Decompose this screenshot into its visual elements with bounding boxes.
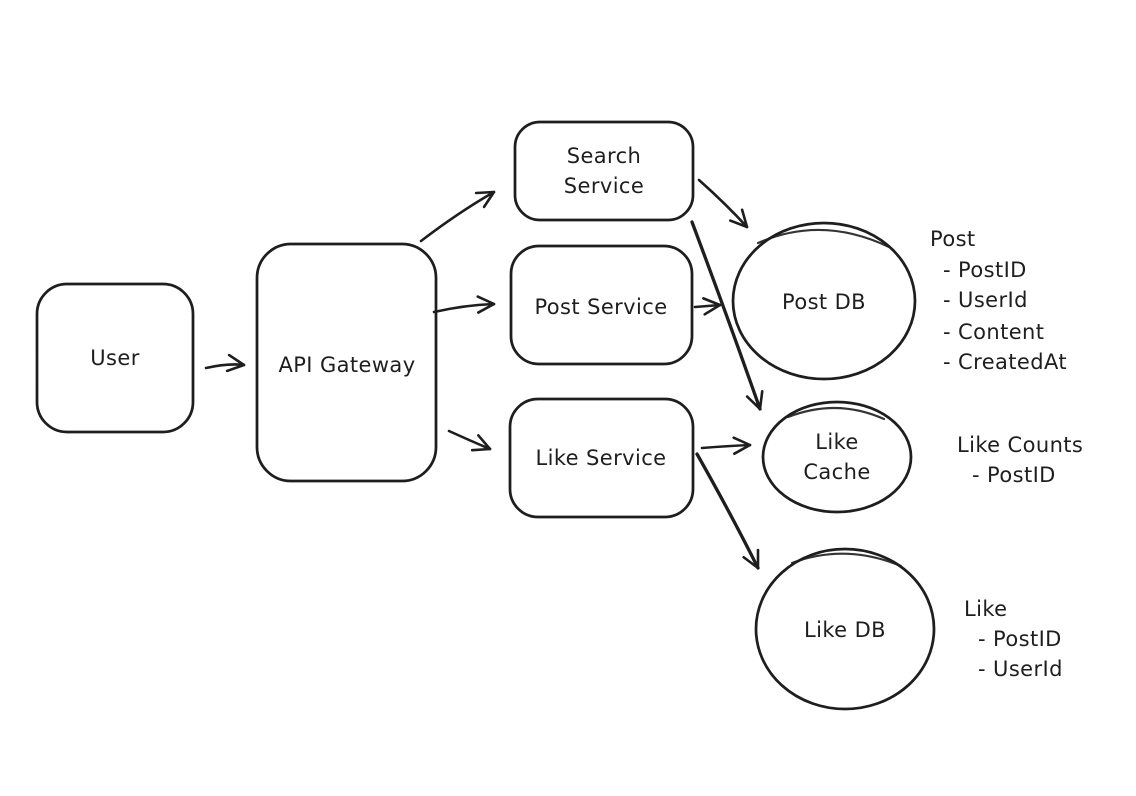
arrow-line <box>432 295 496 314</box>
post-db-ellipse-shape <box>731 221 917 381</box>
node-label: Like DB <box>804 618 886 642</box>
node-like-cache[interactable]: Like Cache <box>761 400 913 514</box>
node-label-line: Search <box>567 144 642 168</box>
arrow-line <box>419 190 496 243</box>
node-label: Post DB <box>782 290 866 314</box>
node-label: Like Service <box>536 446 667 470</box>
edge-like-service-to-like-db[interactable] <box>695 452 760 570</box>
annotation-line: - PostID <box>978 627 1062 651</box>
node-post-service[interactable]: Post Service <box>509 244 694 366</box>
annotation-line: - UserId <box>943 288 1028 312</box>
annotation-line: Like Counts <box>957 433 1083 457</box>
node-post-db[interactable]: Post DB <box>731 221 917 381</box>
sketch-stroke <box>786 406 886 421</box>
node-label-line: Service <box>564 174 644 198</box>
edge-api-gateway-to-post-service[interactable] <box>432 295 496 314</box>
arrow-line <box>693 297 722 316</box>
sketch-stroke <box>756 228 891 249</box>
edge-search-service-to-post-db[interactable] <box>697 178 749 229</box>
annotation-line: - PostID <box>972 463 1056 487</box>
like-cache-ellipse-shape <box>761 400 913 514</box>
node-label: Post Service <box>534 295 667 319</box>
annotation-like-schema[interactable]: Like - PostID - UserId <box>964 597 1063 681</box>
node-label: API Gateway <box>278 353 415 377</box>
like-service-box-shape <box>508 397 695 519</box>
node-label-line: Cache <box>803 460 870 484</box>
annotation-line: Like <box>964 597 1007 621</box>
arrow-line <box>447 429 492 452</box>
api-gateway-box-shape <box>255 242 438 483</box>
edge-like-service-to-like-cache[interactable] <box>700 436 752 455</box>
annotation-post-schema[interactable]: Post - PostID - UserId - Content - Creat… <box>930 227 1067 374</box>
post-service-box-shape <box>509 244 694 366</box>
node-search-service[interactable]: Search Service <box>513 120 695 222</box>
edge-api-gateway-to-search-service[interactable] <box>419 190 496 243</box>
edge-api-gateway-to-like-service[interactable] <box>447 429 492 452</box>
edge-user-to-api-gateway[interactable] <box>204 353 246 373</box>
user-box-shape <box>35 282 195 434</box>
annotation-like-counts-schema[interactable]: Like Counts - PostID <box>957 433 1083 487</box>
sketch-stroke <box>790 552 903 568</box>
node-api-gateway[interactable]: API Gateway <box>255 242 438 483</box>
node-like-service[interactable]: Like Service <box>508 397 695 519</box>
arrow-line <box>697 178 749 229</box>
arrow-line <box>204 353 246 373</box>
arrow-line <box>690 220 764 411</box>
arrow-line <box>700 436 752 455</box>
node-label: User <box>90 346 139 370</box>
search-service-box-shape <box>513 120 695 222</box>
edge-post-service-to-post-db[interactable] <box>693 297 722 316</box>
annotation-line: - CreatedAt <box>943 350 1067 374</box>
arrow-line <box>695 452 760 570</box>
node-user[interactable]: User <box>35 282 195 434</box>
annotation-line: - Content <box>943 320 1044 344</box>
annotation-line: - UserId <box>978 657 1063 681</box>
annotation-line: Post <box>930 227 976 251</box>
node-label-line: Like <box>815 430 858 454</box>
edge-search-service-to-like-cache[interactable] <box>690 220 764 411</box>
like-db-ellipse-shape <box>754 547 936 711</box>
annotation-line: - PostID <box>943 258 1027 282</box>
node-like-db[interactable]: Like DB <box>754 547 936 711</box>
